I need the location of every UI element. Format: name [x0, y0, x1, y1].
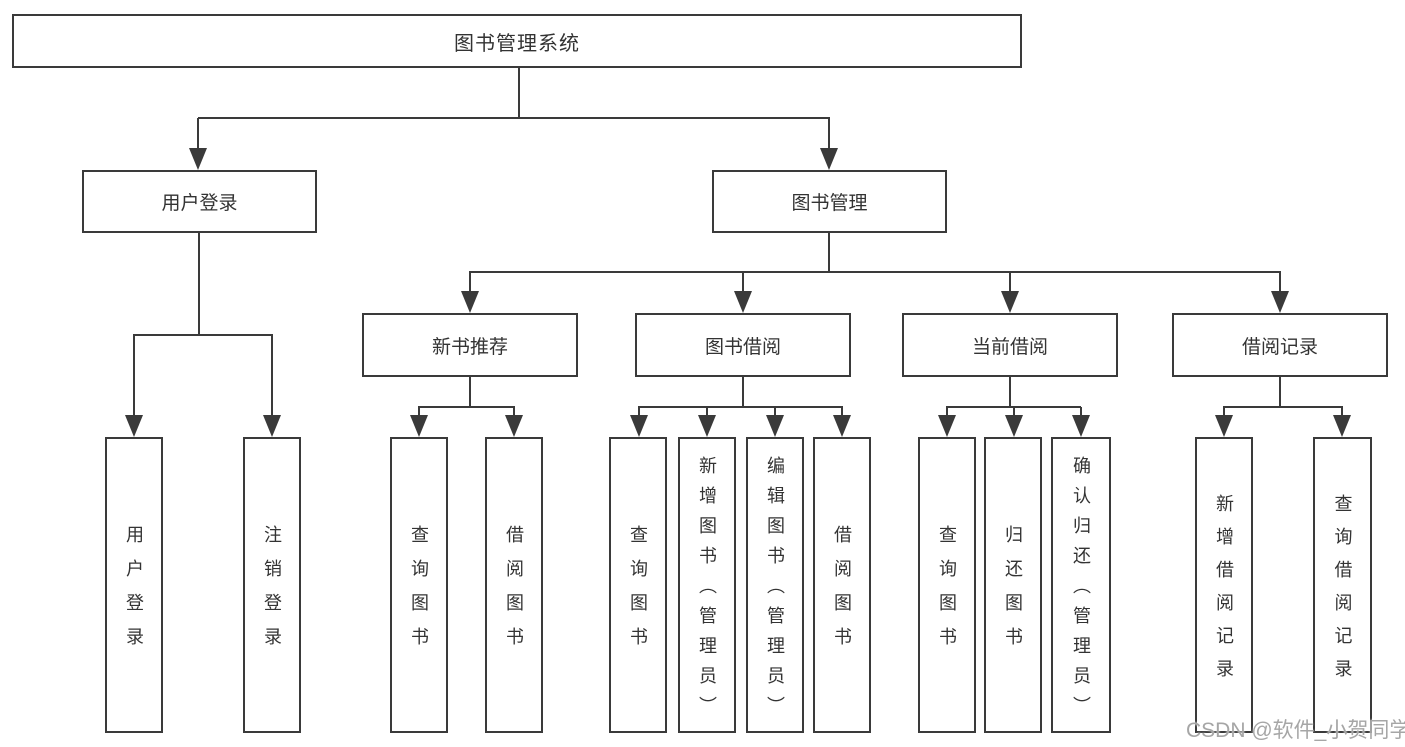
- node-user-login-label: 用户登录: [161, 193, 238, 214]
- connector-to-leaf: [1080, 407, 1082, 419]
- arrowhead-leaf: [1215, 415, 1233, 437]
- connector-to-user-login: [197, 118, 199, 152]
- arrowhead-leaf: [938, 415, 956, 437]
- node-new-book-recommend: 新书推荐: [362, 313, 578, 377]
- connector-new-book-splitter: [418, 406, 515, 408]
- arrowhead-leaf: [766, 415, 784, 437]
- arrowhead-leaf: [505, 415, 523, 437]
- arrowhead-book-management: [820, 148, 838, 170]
- leaf-newbook-query-label: 查询图书: [409, 525, 429, 661]
- leaf-borrow-query: 查询图书: [609, 437, 667, 733]
- leaf-newbook-borrow: 借阅图书: [485, 437, 543, 733]
- arrowhead-leaf: [1005, 415, 1023, 437]
- arrowhead-new-book: [461, 291, 479, 313]
- connector-records-stem: [1279, 377, 1281, 407]
- leaf-current-query-label: 查询图书: [937, 525, 957, 661]
- leaf-logout-login: 注销登录: [243, 437, 301, 733]
- arrowhead-leaf-logout: [263, 415, 281, 437]
- leaf-records-add-label: 新增借阅记录: [1214, 493, 1234, 692]
- leaf-borrow-borrow-label: 借阅图书: [832, 525, 852, 661]
- leaf-user-login-label: 用户登录: [124, 525, 144, 661]
- leaf-current-return: 归还图书: [984, 437, 1042, 733]
- connector-user-login-stem: [198, 233, 200, 336]
- leaf-borrow-add-admin-label: 新增图书（管理员）: [697, 456, 717, 726]
- leaf-borrow-borrow: 借阅图书: [813, 437, 871, 733]
- connector-to-leaf-logout: [271, 335, 273, 417]
- connector-to-leaf: [706, 407, 708, 419]
- node-root-label: 图书管理系统: [454, 32, 580, 55]
- connector-book-management-stem: [828, 233, 830, 273]
- leaf-borrow-query-label: 查询图书: [628, 525, 648, 661]
- connector-to-leaf: [638, 407, 640, 419]
- connector-level1-splitter: [198, 117, 830, 119]
- connector-root-stem: [518, 68, 520, 118]
- connector-book-borrow-splitter: [638, 406, 843, 408]
- connector-to-records: [1279, 272, 1281, 293]
- connector-to-leaf: [418, 407, 420, 419]
- leaf-current-return-label: 归还图书: [1003, 525, 1023, 661]
- node-new-book-recommend-label: 新书推荐: [431, 336, 508, 358]
- watermark: CSDN @软件_小贺同学: [1186, 719, 1405, 742]
- leaf-current-confirm-admin-label: 确认归还（管理员）: [1071, 456, 1091, 726]
- arrowhead-leaf: [410, 415, 428, 437]
- leaf-borrow-edit-admin: 编辑图书（管理员）: [746, 437, 804, 733]
- node-user-login: 用户登录: [82, 170, 317, 233]
- arrowhead-records: [1271, 291, 1289, 313]
- connector-records-splitter: [1223, 406, 1343, 408]
- connector-to-new-book: [469, 272, 471, 293]
- leaf-records-add: 新增借阅记录: [1195, 437, 1253, 733]
- connector-to-leaf: [946, 407, 948, 419]
- arrowhead-current: [1001, 291, 1019, 313]
- node-book-borrow: 图书借阅: [635, 313, 851, 377]
- connector-to-current: [1009, 272, 1011, 293]
- leaf-logout-login-label: 注销登录: [262, 525, 282, 661]
- leaf-records-query-label: 查询借阅记录: [1332, 493, 1353, 692]
- connector-to-leaf-user-login: [133, 335, 135, 417]
- arrowhead-borrow: [734, 291, 752, 313]
- leaf-current-confirm-admin: 确认归还（管理员）: [1051, 437, 1111, 733]
- connector-to-leaf: [774, 407, 776, 419]
- leaf-newbook-query: 查询图书: [390, 437, 448, 733]
- arrowhead-leaf-user-login: [125, 415, 143, 437]
- leaf-current-query: 查询图书: [918, 437, 976, 733]
- connector-to-leaf: [841, 407, 843, 419]
- connector-to-leaf: [1223, 407, 1225, 419]
- node-book-borrow-label: 图书借阅: [704, 336, 781, 358]
- connector-to-book-management: [828, 118, 830, 152]
- connector-to-leaf: [1341, 407, 1343, 419]
- node-current-borrow: 当前借阅: [902, 313, 1118, 377]
- connector-to-leaf: [1013, 407, 1015, 419]
- connector-user-login-splitter: [133, 334, 273, 336]
- leaf-newbook-borrow-label: 借阅图书: [504, 525, 524, 661]
- node-borrow-records-label: 借阅记录: [1241, 336, 1318, 358]
- arrowhead-leaf: [630, 415, 648, 437]
- connector-to-leaf: [513, 407, 515, 419]
- arrowhead-leaf: [1072, 415, 1090, 437]
- leaf-borrow-add-admin: 新增图书（管理员）: [678, 437, 736, 733]
- node-book-management-label: 图书管理: [791, 193, 868, 214]
- arrowhead-user-login: [189, 148, 207, 170]
- connector-current-stem: [1009, 377, 1011, 407]
- arrowhead-leaf: [833, 415, 851, 437]
- node-book-management: 图书管理: [712, 170, 947, 233]
- arrowhead-leaf: [1333, 415, 1351, 437]
- node-root: 图书管理系统: [12, 14, 1022, 68]
- connector-level2-splitter: [469, 271, 1281, 273]
- connector-new-book-stem: [469, 377, 471, 407]
- leaf-records-query: 查询借阅记录: [1313, 437, 1372, 733]
- node-current-borrow-label: 当前借阅: [971, 336, 1048, 358]
- node-borrow-records: 借阅记录: [1172, 313, 1388, 377]
- connector-to-borrow: [742, 272, 744, 293]
- connector-book-borrow-stem: [742, 377, 744, 407]
- leaf-user-login: 用户登录: [105, 437, 163, 733]
- arrowhead-leaf: [698, 415, 716, 437]
- leaf-borrow-edit-admin-label: 编辑图书（管理员）: [765, 456, 785, 726]
